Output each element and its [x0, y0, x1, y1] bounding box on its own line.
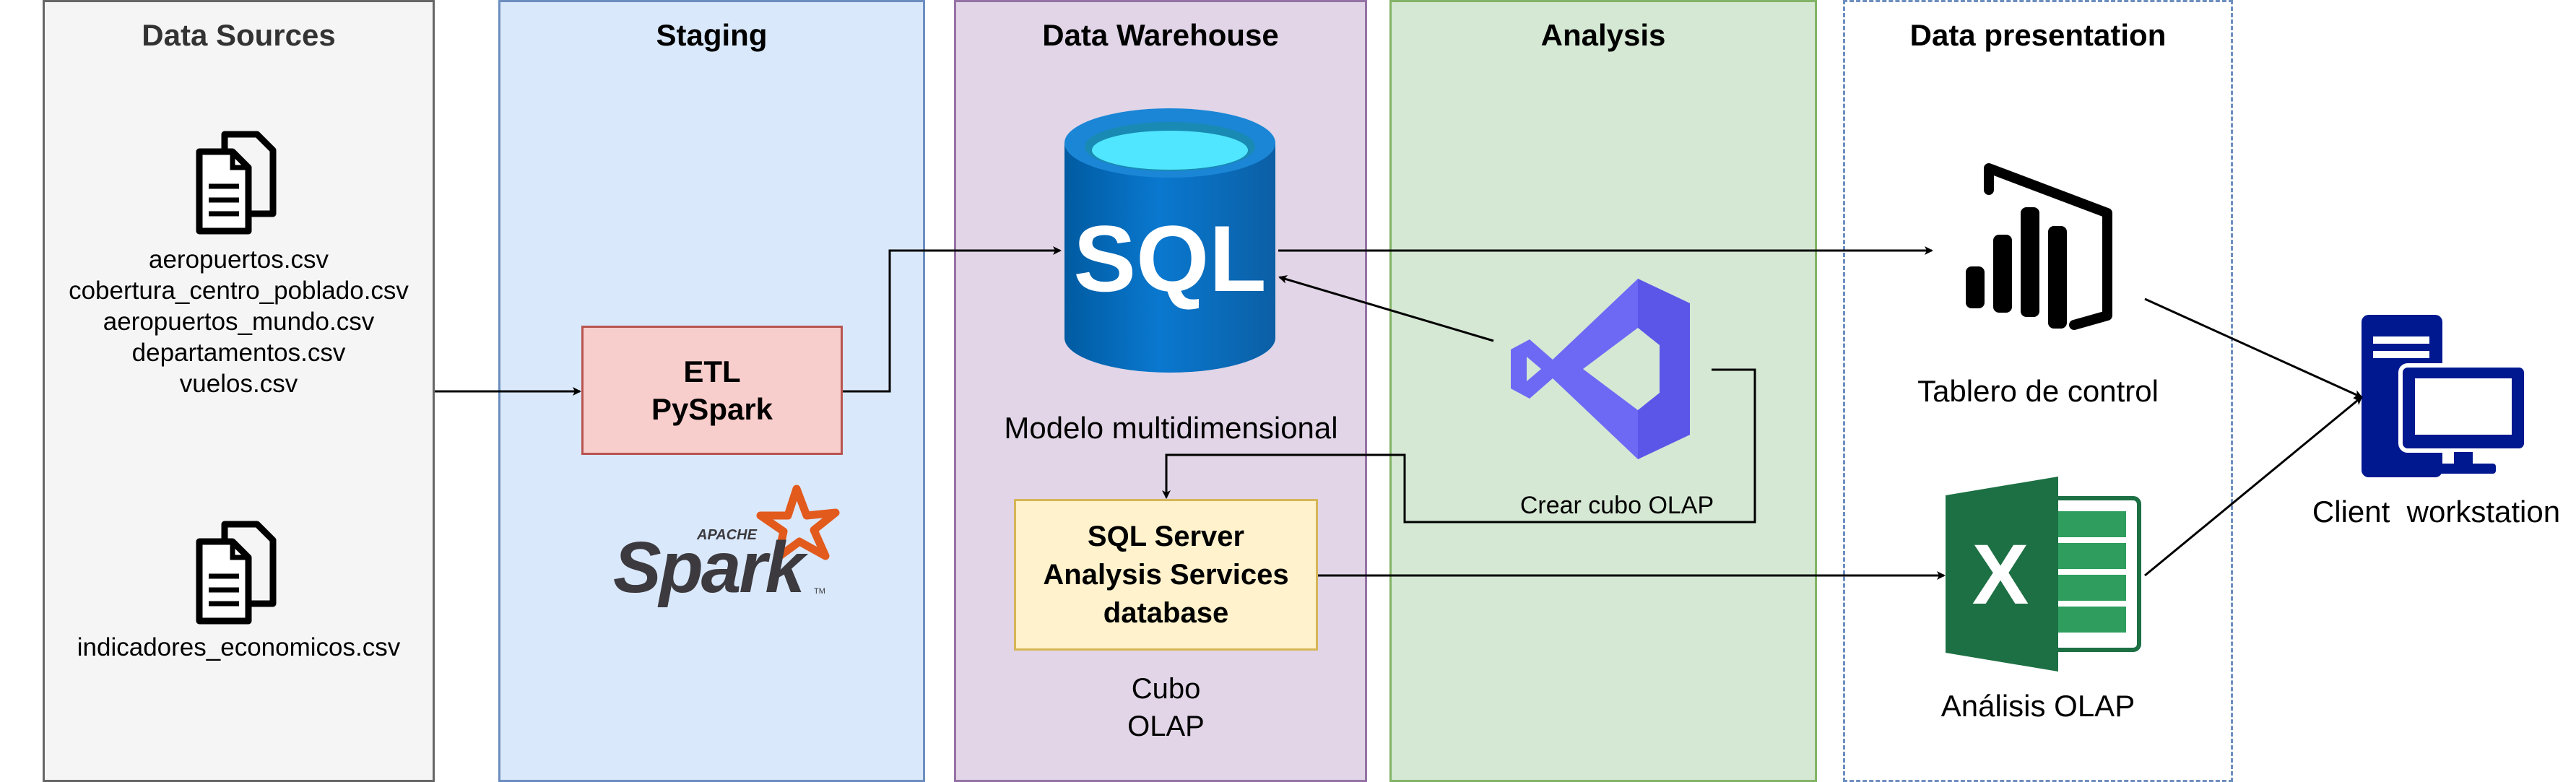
visual-studio-icon: [1511, 279, 1690, 459]
file-name: cobertura_centro_poblado.csv: [69, 277, 409, 305]
sql-icon-text: SQL: [1073, 206, 1266, 311]
lane-title-data-sources: Data Sources: [142, 18, 336, 52]
spark-logo-tm: TM: [814, 587, 825, 596]
edge-powerbi-to-client: [2144, 297, 2363, 399]
cubo-olap-label: Cubo OLAP: [1014, 670, 1318, 745]
spark-logo-word: Spark: [613, 527, 808, 608]
excel-icon-letter: X: [1972, 527, 2029, 622]
power-bi-icon: [1966, 163, 2112, 330]
etl-pyspark-box: ETL PySpark: [581, 326, 843, 455]
lane-title-data-presentation: Data presentation: [1909, 18, 2167, 52]
ssas-label-line1: SQL Server: [1087, 520, 1245, 552]
ssas-database-box: SQL Server Analysis Services database: [1014, 499, 1318, 651]
edge-etl-to-sql: [843, 246, 1062, 393]
ssas-label-line3: database: [1103, 596, 1229, 629]
etl-label: ETL: [683, 354, 741, 388]
edge-crear-cubo-to-ssas: [1162, 368, 1756, 523]
lane-title-staging: Staging: [656, 18, 768, 52]
file-name: departamentos.csv: [131, 339, 346, 367]
client-workstation-icon: [2362, 315, 2528, 477]
lane-data-sources: Data Sources: [43, 0, 435, 782]
file-name: aeropuertos.csv: [148, 246, 329, 274]
documents-icon: [196, 521, 277, 625]
apache-spark-logo: APACHE Spark TM: [613, 485, 840, 608]
cubo-label: Cubo: [1131, 673, 1201, 705]
lane-title-analysis: Analysis: [1540, 18, 1666, 52]
ssas-label-line2: Analysis Services: [1043, 558, 1289, 591]
sql-database-icon: SQL: [1064, 108, 1275, 373]
edge-excel-to-client: [2144, 396, 2363, 577]
modelo-multidimensional-label: Modelo multidimensional: [1004, 411, 1338, 445]
file-name-indicadores: indicadores_economicos.csv: [77, 633, 401, 661]
client-workstation-label: Client workstation: [2312, 495, 2561, 529]
documents-icon: [196, 131, 277, 235]
file-name: aeropuertos_mundo.csv: [103, 308, 375, 336]
spark-logo-apache: APACHE: [696, 527, 758, 543]
lane-title-data-warehouse: Data Warehouse: [1042, 18, 1279, 52]
excel-icon: X: [1946, 477, 2141, 672]
file-name: vuelos.csv: [179, 370, 298, 398]
edge-vs-to-sql: [1278, 275, 1494, 342]
olap-label: OLAP: [1127, 711, 1205, 742]
pyspark-label: PySpark: [651, 391, 773, 426]
analisis-olap-label: Análisis OLAP: [1940, 689, 2135, 723]
crear-cubo-olap-label: Crear cubo OLAP: [1519, 492, 1714, 519]
tablero-de-control-label: Tablero de control: [1917, 374, 2159, 408]
file-list-group1: aeropuertos.csv cobertura_centro_poblado…: [43, 244, 435, 399]
